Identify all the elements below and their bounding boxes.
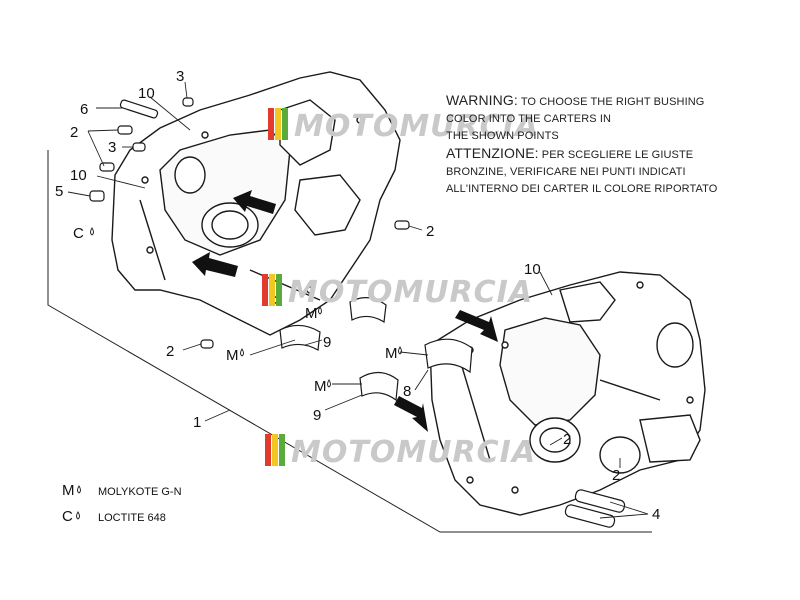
drop-icon xyxy=(77,485,81,494)
warning-note: WARNING: TO CHOOSE THE RIGHT BUSHING COL… xyxy=(446,92,717,198)
callout-M: M xyxy=(305,305,318,322)
warning-line-it-1: ATTENZIONE: PER SCEGLIERE LE GIUSTE xyxy=(446,145,717,164)
watermark: MOTOMURCIA xyxy=(268,108,539,144)
indicator-arrows xyxy=(192,190,498,432)
callout-10: 10 xyxy=(138,85,155,102)
watermark-text: MOTOMURCIA xyxy=(294,109,539,144)
legend-label: MOLYKOTE G-N xyxy=(98,486,182,498)
callout-9: 9 xyxy=(323,334,331,351)
right-crankcase-half xyxy=(429,271,706,516)
warning-line-en-3: THE SHOWN POINTS xyxy=(446,130,559,142)
callout-3: 3 xyxy=(176,68,184,85)
callout-M: M xyxy=(226,347,239,364)
callout-1: 1 xyxy=(193,414,201,431)
drop-icon xyxy=(327,379,331,388)
warning-line-it-3: ALL'INTERNO DEI CARTER IL COLORE RIPORTA… xyxy=(446,183,718,195)
callout-2: 2 xyxy=(70,124,78,141)
callout-10: 10 xyxy=(70,167,87,184)
callout-10: 10 xyxy=(524,261,541,278)
drop-icon xyxy=(318,306,322,315)
legend-molykote: M MOLYKOTE G-N xyxy=(62,482,182,500)
callout-M: M xyxy=(385,345,398,362)
callout-9: 9 xyxy=(313,407,321,424)
watermark-text: MOTOMURCIA xyxy=(291,435,536,470)
legend-label: LOCTITE 648 xyxy=(98,512,166,524)
drop-icon xyxy=(90,227,94,236)
callout-2: 2 xyxy=(612,467,620,484)
warning-text: TO CHOOSE THE RIGHT BUSHING xyxy=(520,96,705,108)
legend-symbol: C xyxy=(62,508,73,525)
watermark: MOTOMURCIA xyxy=(265,434,536,470)
callout-8: 8 xyxy=(403,383,411,400)
leader-lines xyxy=(67,81,649,519)
warning-line-en-1: WARNING: TO CHOOSE THE RIGHT BUSHING xyxy=(446,92,717,111)
callouts: 3 10 6 2 3 10 5 C 2 2 M 9 M M 8 M 9 1 10… xyxy=(55,68,660,523)
drop-icon xyxy=(398,346,402,355)
warning-text: PER SCEGLIERE LE GIUSTE xyxy=(541,149,694,161)
small-parts xyxy=(89,97,626,528)
warning-heading-it: ATTENZIONE: xyxy=(446,145,539,161)
watermark: MOTOMURCIA xyxy=(262,274,533,310)
legend-loctite: C LOCTITE 648 xyxy=(62,508,166,526)
callout-M: M xyxy=(314,378,327,395)
drop-icon xyxy=(76,511,80,520)
callout-2: 2 xyxy=(166,343,174,360)
assembly-bracket xyxy=(47,150,652,533)
warning-heading-en: WARNING: xyxy=(446,92,518,108)
drop-icon xyxy=(240,348,244,357)
warning-line-it-2: BRONZINE, VERIFICARE NEI PUNTI INDICATI xyxy=(446,166,686,178)
callout-2: 2 xyxy=(563,431,571,448)
callout-4: 4 xyxy=(652,506,660,523)
drop-icons xyxy=(90,227,402,388)
watermarks: MOTOMURCIA MOTOMURCIA MOTOMURCIA xyxy=(262,108,539,470)
callout-2: 2 xyxy=(426,223,434,240)
warning-line-en-2: COLOR INTO THE CARTERS IN xyxy=(446,113,612,125)
callout-6: 6 xyxy=(80,101,88,118)
callout-C: C xyxy=(73,225,84,242)
watermark-text: MOTOMURCIA xyxy=(288,275,533,310)
callout-5: 5 xyxy=(55,183,63,200)
legend-symbol: M xyxy=(62,482,75,499)
callout-3: 3 xyxy=(108,139,116,156)
